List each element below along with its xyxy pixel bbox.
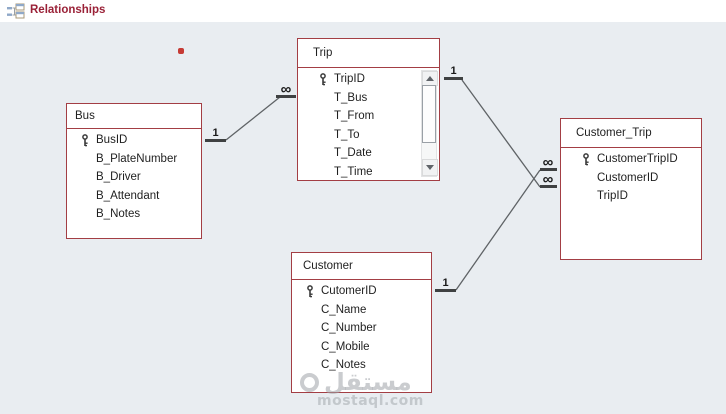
scroll-up-button[interactable] — [422, 71, 438, 86]
field-name: C_Mobile — [321, 340, 370, 353]
cardinality-one-trip: 1 — [450, 65, 457, 77]
tab-relationships[interactable]: Relationships — [30, 4, 106, 16]
field-row[interactable]: T_Time — [298, 163, 439, 182]
field-row[interactable]: T_Bus — [298, 89, 439, 108]
field-name: C_Notes — [321, 359, 366, 372]
watermark-arabic-text: مستقل — [324, 368, 412, 396]
field-name: CutomerID — [321, 285, 377, 298]
scroll-down-button[interactable] — [422, 159, 438, 176]
cardinality-many-trip: ∞ — [280, 81, 292, 98]
field-row[interactable]: T_From — [298, 107, 439, 126]
field-name: B_PlateNumber — [96, 152, 178, 165]
cardinality-bar-many-trip — [276, 95, 296, 98]
field-row[interactable]: B_Attendant — [67, 187, 201, 206]
cardinality-many-ct-lower: ∞ — [542, 171, 554, 188]
field-row[interactable]: C_Mobile — [292, 338, 431, 357]
field-name: T_To — [334, 128, 360, 141]
watermark-logo: مستقل — [300, 368, 412, 396]
field-name: TripID — [334, 73, 365, 86]
field-row[interactable]: C_Notes — [292, 356, 431, 375]
relationships-icon — [7, 3, 25, 19]
watermark-domain-text: mostaql.com — [317, 393, 424, 409]
field-row[interactable]: B_PlateNumber — [67, 150, 201, 169]
cardinality-bar-one-customer — [435, 289, 456, 292]
primary-key-icon — [581, 152, 597, 166]
primary-key-icon — [318, 72, 334, 86]
primary-key-icon — [305, 284, 321, 298]
table-customer-trip[interactable]: Customer_Trip CustomerTripID CustomerID … — [560, 118, 702, 260]
cardinality-one-bus: 1 — [212, 127, 219, 139]
relation-line-bus-trip[interactable] — [225, 96, 281, 141]
field-name: T_Date — [334, 147, 372, 160]
table-title[interactable]: Bus — [67, 104, 201, 129]
field-name: C_Number — [321, 322, 377, 335]
field-row[interactable]: TripID — [298, 70, 439, 89]
field-row[interactable]: B_Driver — [67, 168, 201, 187]
cardinality-many-ct-upper: ∞ — [542, 154, 554, 171]
field-row[interactable]: T_Date — [298, 144, 439, 163]
field-row[interactable]: C_Number — [292, 319, 431, 338]
field-row[interactable]: CustomerID — [561, 169, 701, 188]
field-row[interactable]: CustomerTripID — [561, 150, 701, 169]
table-title[interactable]: Trip — [298, 39, 439, 68]
cardinality-bar-one-bus — [205, 139, 226, 142]
up-arrow-icon — [426, 76, 434, 81]
field-name: B_Driver — [96, 171, 141, 184]
object-tab-bar — [0, 0, 726, 22]
field-row[interactable]: T_To — [298, 126, 439, 145]
field-name: TripID — [597, 190, 628, 203]
field-name: T_From — [334, 110, 375, 123]
red-dot-marker — [178, 48, 184, 54]
field-list: CustomerTripID CustomerID TripID — [561, 148, 701, 206]
field-name: T_Bus — [334, 91, 368, 104]
field-name: B_Notes — [96, 208, 141, 221]
table-customer[interactable]: Customer CutomerID C_Name C_Number C_Mob… — [291, 252, 432, 393]
cardinality-bar-many-ct-lower — [540, 185, 557, 188]
field-list: BusID B_PlateNumber B_Driver B_Attendant… — [67, 129, 201, 224]
field-name: BusID — [96, 134, 128, 147]
scrollbar-thumb[interactable] — [422, 85, 436, 143]
field-list: TripID T_Bus T_From T_To T_Date T_Time — [298, 68, 439, 181]
watermark-ring-icon — [300, 372, 319, 392]
trip-scrollbar[interactable] — [421, 70, 438, 177]
cardinality-bar-many-ct-upper — [540, 168, 557, 171]
field-row[interactable]: C_Name — [292, 301, 431, 320]
relation-line-trip-customertrip[interactable] — [461, 79, 541, 188]
field-name: B_Attendant — [96, 189, 160, 202]
field-name: T_Time — [334, 165, 373, 178]
field-name: CustomerTripID — [597, 153, 678, 166]
field-name: CustomerID — [597, 171, 659, 184]
field-row[interactable]: TripID — [561, 187, 701, 206]
cardinality-one-customer: 1 — [442, 277, 449, 289]
relation-line-customer-customertrip[interactable] — [455, 169, 541, 291]
down-arrow-icon — [426, 165, 434, 170]
field-name: C_Name — [321, 303, 367, 316]
primary-key-icon — [80, 133, 96, 147]
cardinality-bar-one-trip — [444, 77, 463, 80]
field-row[interactable]: BusID — [67, 131, 201, 150]
field-row[interactable]: B_Notes — [67, 205, 201, 224]
table-title[interactable]: Customer_Trip — [561, 119, 701, 148]
table-trip[interactable]: Trip TripID T_Bus T_From T_To T_Date T_T… — [297, 38, 440, 181]
field-row[interactable]: CutomerID — [292, 282, 431, 301]
table-bus[interactable]: Bus BusID B_PlateNumber B_Driver B_Atten… — [66, 103, 202, 239]
field-list: CutomerID C_Name C_Number C_Mobile C_Not… — [292, 280, 431, 375]
table-title[interactable]: Customer — [292, 253, 431, 280]
